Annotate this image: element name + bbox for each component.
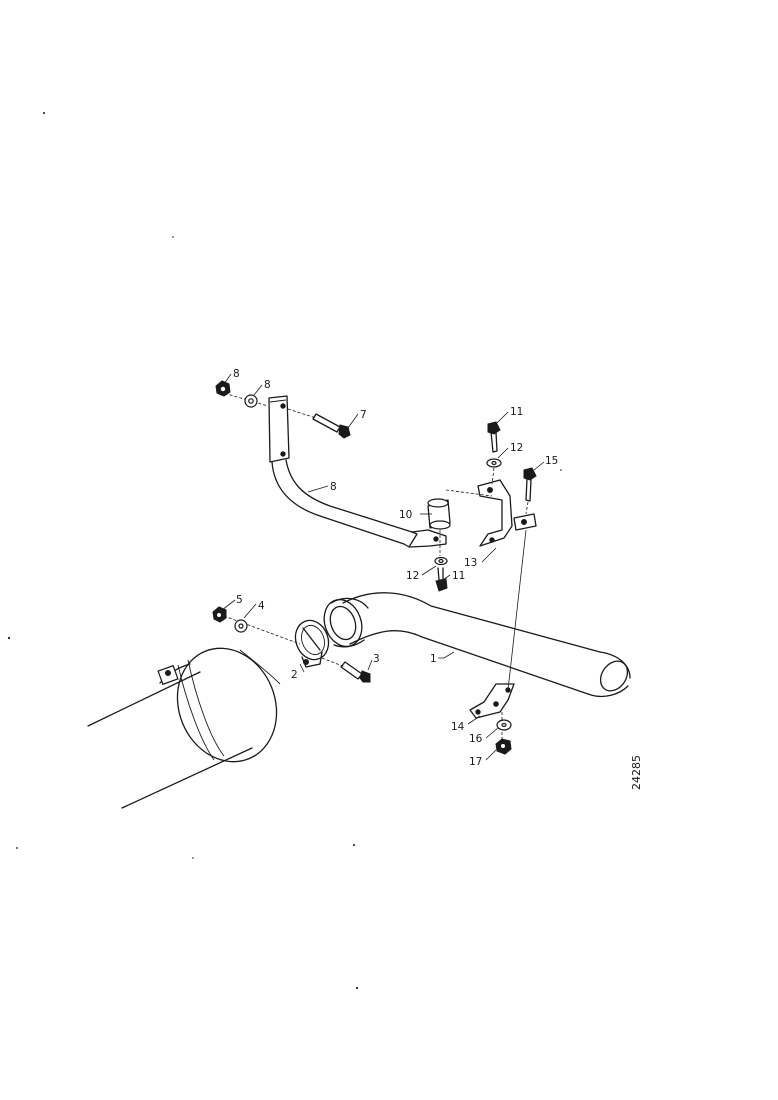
lower-bracket — [469, 683, 515, 719]
callout-5: 5 — [236, 594, 243, 606]
washer-and-nut-front — [212, 606, 301, 645]
front-pipe-nut-and-washer — [215, 380, 269, 408]
callout-8-nut: 8 — [233, 368, 240, 380]
callout-1: 1 — [430, 653, 437, 665]
callout-16: 16 — [469, 733, 483, 745]
callout-11-upper: 11 — [510, 406, 523, 418]
callout-12-upper: 12 — [510, 442, 523, 454]
lower-washer-and-nut — [495, 712, 512, 755]
callout-7: 7 — [360, 409, 367, 421]
callout-3: 3 — [373, 653, 380, 665]
front-pipe-bolt — [287, 408, 351, 439]
callout-15: 15 — [545, 455, 558, 467]
upper-bracket — [477, 479, 537, 547]
rear-exhaust-pipe — [323, 592, 631, 698]
callout-4: 4 — [258, 600, 265, 612]
upper-bracket-bolt-and-washer — [486, 421, 502, 485]
callout-14: 14 — [451, 721, 465, 733]
callout-12-lower: 12 — [406, 570, 419, 582]
callout-17: 17 — [469, 756, 482, 768]
rubber-hanger — [427, 489, 493, 530]
callout-11-lower: 11 — [452, 570, 465, 582]
drawing-code: 24285 — [630, 755, 643, 790]
callout-8-washer: 8 — [264, 379, 271, 391]
callout-leaders — [221, 373, 545, 761]
callout-labels: 1 2 3 4 5 8 8 7 8 10 12 11 11 12 13 15 1… — [233, 368, 558, 768]
callout-10: 10 — [399, 509, 412, 521]
callout-2: 2 — [291, 669, 298, 681]
hanger-nut-and-washer — [434, 530, 448, 592]
callout-13: 13 — [464, 557, 477, 569]
bracket-link-rod — [507, 529, 527, 691]
clamp-bolt — [321, 657, 371, 683]
front-exhaust-pipe — [268, 395, 447, 548]
bracket-bolt — [523, 467, 537, 515]
pipe-clamp — [294, 619, 330, 668]
silencer — [87, 647, 281, 809]
scan-specks — [7, 112, 562, 990]
callout-8-pipe: 8 — [330, 481, 337, 493]
